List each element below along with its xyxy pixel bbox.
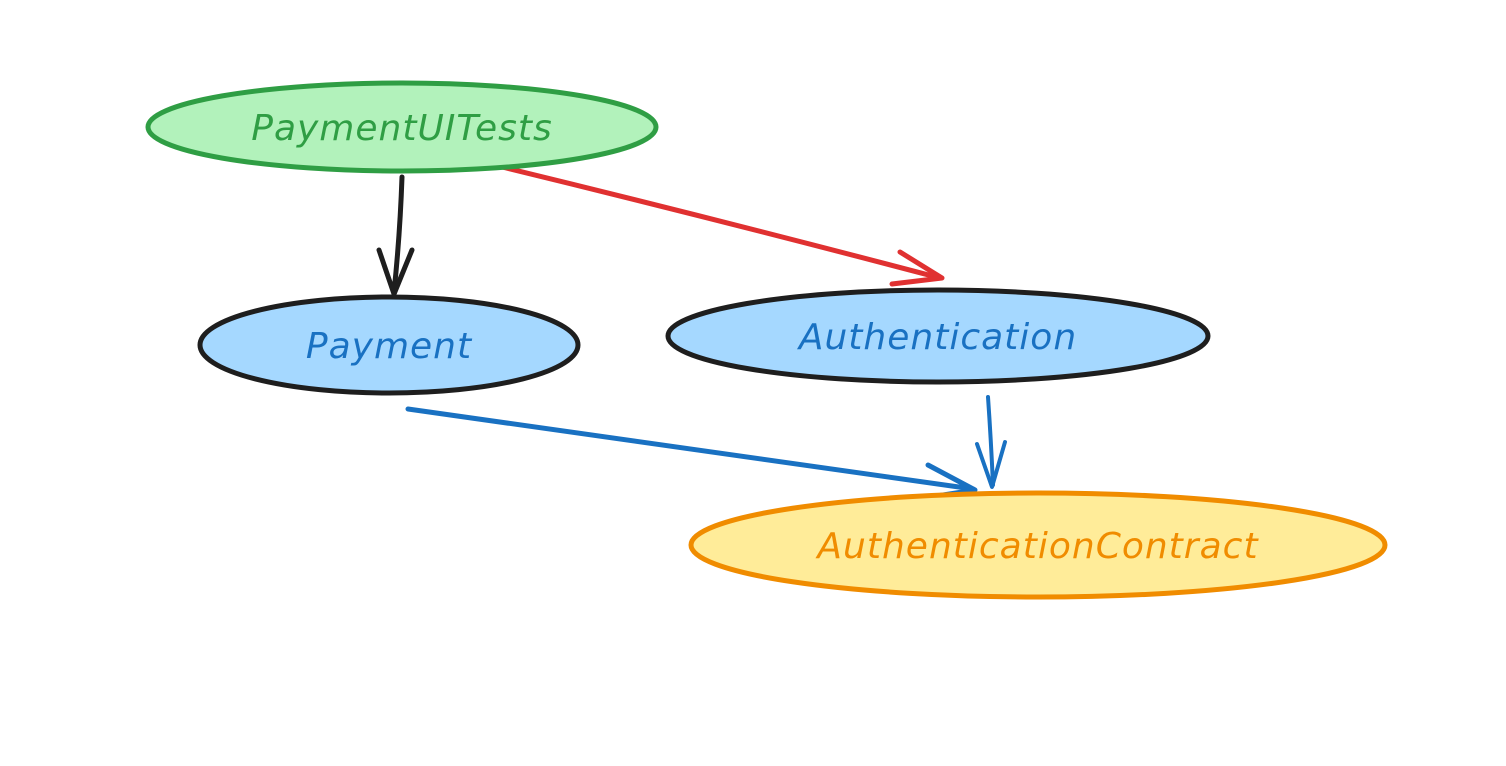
node-label: Authentication: [797, 317, 1077, 358]
node-authentication[interactable]: Authentication: [665, 287, 1211, 385]
node-payment[interactable]: Payment: [197, 294, 581, 396]
node-label: Payment: [306, 326, 473, 367]
node-label: PaymentUITests: [251, 108, 553, 149]
edge-authentication-to-authenticationcontract: [975, 395, 1007, 489]
edge-paymentuitests-to-authentication: [499, 164, 945, 287]
edge-paymentuitests-to-payment: [376, 174, 415, 297]
node-authenticationcontract[interactable]: AuthenticationContract: [688, 490, 1388, 600]
node-paymentuitests[interactable]: PaymentUITests: [145, 80, 659, 174]
edge-payment-to-authenticationcontract: [405, 406, 978, 501]
node-label: AuthenticationContract: [815, 526, 1259, 567]
